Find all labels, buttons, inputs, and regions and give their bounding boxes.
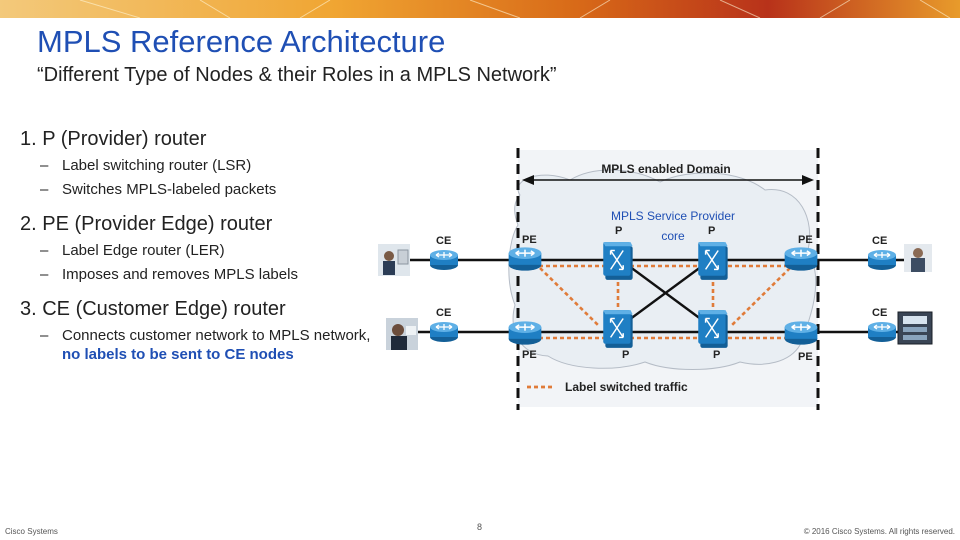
- p-router-bottom-left-icon: [602, 309, 634, 349]
- page-number: 8: [477, 522, 483, 532]
- p-router-top-right-icon: [697, 241, 729, 281]
- bullet-item: –Label switching router (LSR): [40, 157, 252, 174]
- pe-router-top-left-icon: [507, 246, 543, 272]
- core-label-line2: core: [661, 229, 685, 243]
- pe-label-bottom-left: PE: [522, 349, 537, 361]
- pe-router-bottom-right-icon: [783, 320, 819, 346]
- footer-copyright: © 2016 Cisco Systems. All rights reserve…: [803, 527, 955, 536]
- p-label-bottom-left: P: [622, 349, 629, 361]
- p-label-top-right: P: [708, 225, 715, 237]
- section-heading: 2. PE (Provider Edge) router: [20, 213, 273, 235]
- legend-label: Label switched traffic: [565, 380, 688, 394]
- pe-label-bottom-right: PE: [798, 351, 813, 363]
- bullet-item: –Label Edge router (LER): [40, 242, 225, 259]
- ce-router-top-left-icon: [429, 249, 459, 271]
- user-photo-top-right-icon: [904, 244, 932, 272]
- highlight-text: no labels to be sent to CE nodes: [62, 346, 294, 363]
- network-links: [406, 257, 930, 334]
- domain-label: MPLS enabled Domain: [601, 162, 730, 176]
- label-switched-paths: [525, 264, 805, 340]
- ce-label-top-right: CE: [872, 235, 887, 247]
- bullet-item: –Connects customer network to MPLS netwo…: [40, 327, 371, 363]
- ce-router-top-right-icon: [867, 249, 897, 271]
- server-room-photo-icon: [897, 311, 933, 345]
- slide-subtitle: “Different Type of Nodes & their Roles i…: [37, 64, 557, 86]
- arrow-head-left: [522, 175, 534, 185]
- core-cloud: [508, 169, 817, 370]
- section-ce-router: 3. CE (Customer Edge) router –Connects c…: [20, 298, 380, 364]
- ce-router-bottom-left-icon: [429, 321, 459, 343]
- section-heading: 1. P (Provider) router: [20, 128, 207, 150]
- pe-router-top-right-icon: [783, 246, 819, 272]
- ce-label-bottom-left: CE: [436, 307, 451, 319]
- p-router-bottom-right-icon: [697, 309, 729, 349]
- core-label: MPLS Service Provider: [611, 209, 735, 223]
- arrow-head-right: [802, 175, 814, 185]
- mpls-network-diagram: MPLS enabled Domain MPLS Service Provide…: [378, 148, 933, 410]
- section-p-router: 1. P (Provider) router –Label switching …: [20, 128, 380, 199]
- ce-label-bottom-right: CE: [872, 307, 887, 319]
- bullet-list: 1. P (Provider) router –Label switching …: [20, 128, 380, 378]
- p-label-bottom-right: P: [713, 349, 720, 361]
- section-heading: 3. CE (Customer Edge) router: [20, 298, 286, 320]
- footer-company: Cisco Systems: [5, 527, 58, 536]
- p-label-top-left: P: [615, 225, 622, 237]
- slide-title: MPLS Reference Architecture: [37, 24, 446, 59]
- ce-router-bottom-right-icon: [867, 321, 897, 343]
- bullet-item: –Imposes and removes MPLS labels: [40, 266, 298, 283]
- bullet-item: –Switches MPLS-labeled packets: [40, 181, 277, 198]
- user-photo-top-left-icon: [378, 244, 410, 276]
- pe-label-top-right: PE: [798, 234, 813, 246]
- section-pe-router: 2. PE (Provider Edge) router –Label Edge…: [20, 213, 380, 284]
- ce-label-top-left: CE: [436, 235, 451, 247]
- decorative-banner: [0, 0, 960, 18]
- user-photo-bottom-left-icon: [386, 318, 418, 350]
- pe-router-bottom-left-icon: [507, 320, 543, 346]
- p-router-top-left-icon: [602, 241, 634, 281]
- pe-label-top-left: PE: [522, 234, 537, 246]
